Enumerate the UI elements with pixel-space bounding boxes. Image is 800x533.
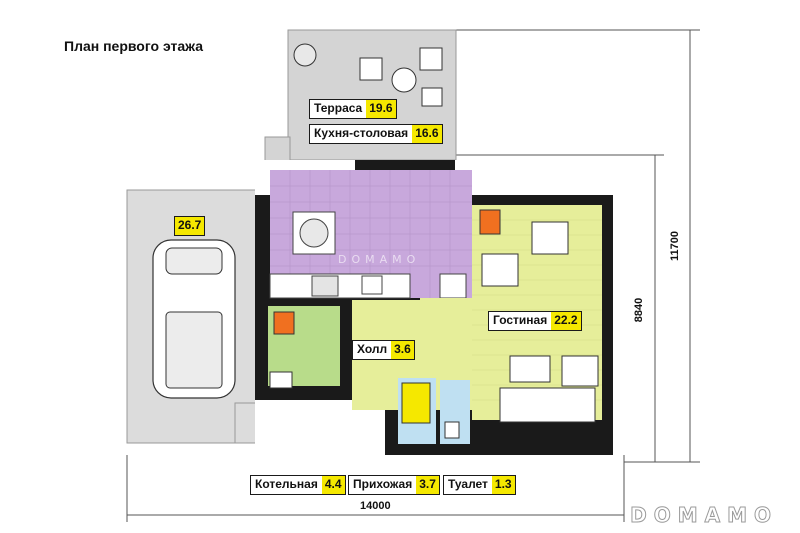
corridor-floor (420, 298, 472, 328)
dimension-height-house: 8840 (633, 297, 646, 323)
label-hall: Холл 3.6 (352, 340, 415, 360)
boiler-tank (269, 371, 293, 389)
label-boiler: Котельная 4.4 (250, 475, 346, 495)
watermark-center: DOMAMO (338, 253, 421, 266)
dimension-width: 14000 (360, 500, 391, 512)
living-name: Гостиная (489, 312, 552, 330)
entrance-stairs (401, 382, 431, 424)
dimension-lines (126, 29, 700, 522)
terrace-furniture-icon (293, 43, 443, 107)
toilet-bowl (444, 421, 460, 439)
label-garage: 26.7 (174, 216, 206, 236)
hall-area: 3.6 (391, 341, 414, 359)
armchairs (481, 221, 569, 287)
sofa-set (499, 355, 599, 423)
sink (361, 275, 383, 295)
car-icon (152, 239, 236, 399)
toilet-name: Туалет (444, 476, 492, 494)
terrace-name: Терраса (310, 100, 367, 118)
stove (311, 275, 339, 297)
garage-area: 26.7 (175, 217, 205, 235)
boiler-area: 4.4 (321, 476, 345, 494)
dimension-height-total: 11700 (668, 231, 681, 261)
dining-table (292, 211, 336, 255)
watermark-logo: DOMAMO (630, 503, 778, 528)
terrace-area: 19.6 (366, 100, 396, 118)
label-living: Гостиная 22.2 (488, 311, 582, 331)
label-entrance: Прихожая 3.7 (348, 475, 440, 495)
kitchen-name: Кухня-столовая (310, 125, 413, 143)
fireplace (479, 209, 501, 235)
boiler-name: Котельная (251, 476, 322, 494)
toilet-area: 1.3 (491, 476, 515, 494)
entrance-area: 3.7 (416, 476, 439, 494)
label-toilet: Туалет 1.3 (443, 475, 516, 495)
fridge (439, 273, 467, 299)
label-terrace: Терраса 19.6 (309, 99, 397, 119)
entrance-name: Прихожая (349, 476, 417, 494)
kitchen-counter (269, 273, 411, 299)
boiler-unit (273, 311, 295, 335)
kitchen-area: 16.6 (412, 125, 442, 143)
living-area: 22.2 (551, 312, 581, 330)
hall-name: Холл (353, 341, 392, 359)
plan-title: План первого этажа (64, 38, 204, 54)
label-kitchen: Кухня-столовая 16.6 (309, 124, 443, 144)
